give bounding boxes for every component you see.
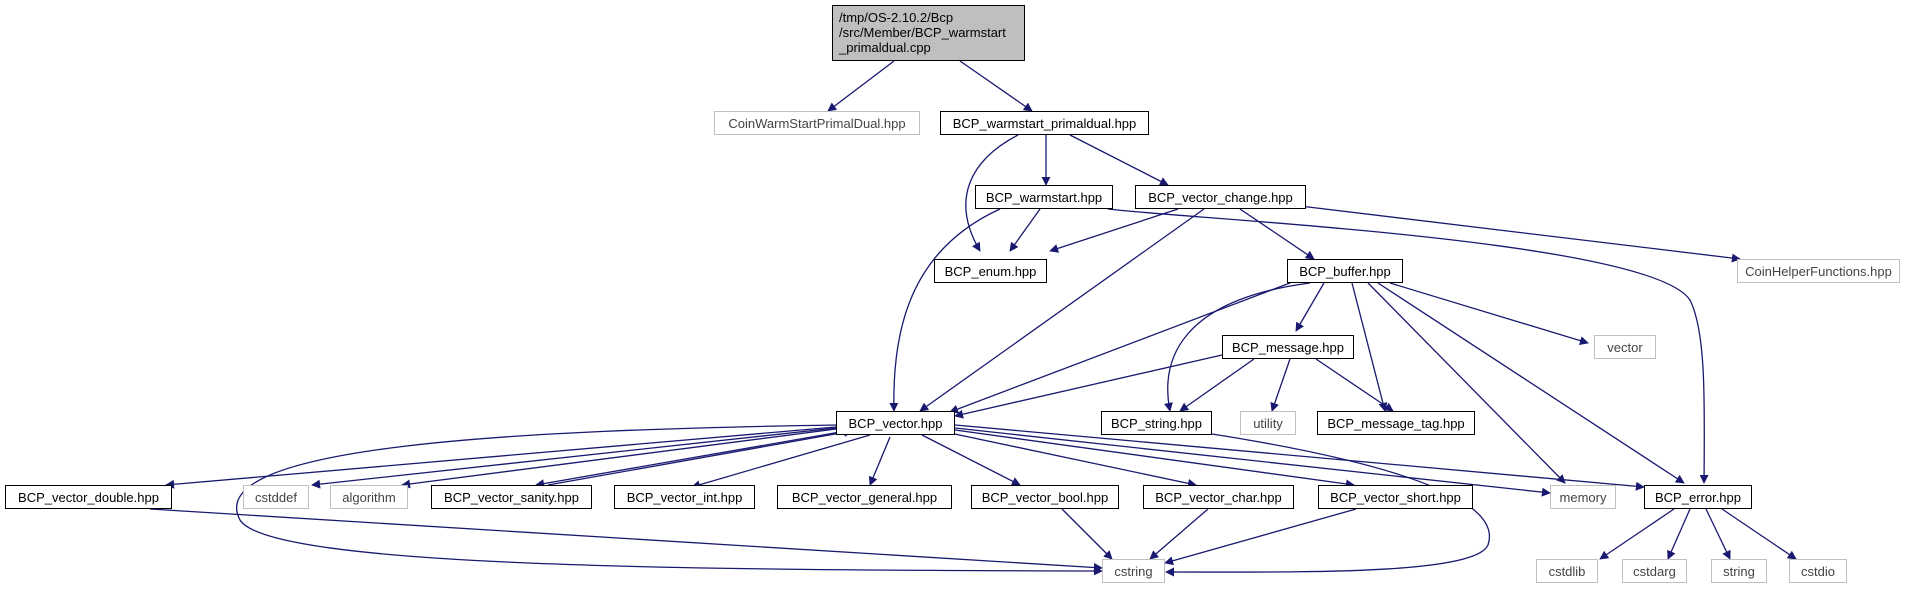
edge-vector-error bbox=[954, 424, 1645, 491]
edge-message-string bbox=[1179, 358, 1255, 412]
edge-message-vector bbox=[954, 354, 1223, 419]
node-bcp-vector-int[interactable]: BCP_vector_int.hpp bbox=[614, 485, 755, 509]
node-cstddef[interactable]: cstddef bbox=[243, 485, 309, 509]
edge-error-cstdarg bbox=[1667, 508, 1691, 560]
edge-buffer-vector bbox=[949, 282, 1291, 414]
node-string[interactable]: string bbox=[1711, 559, 1767, 583]
edge-root-coinwarmstartprimaldual bbox=[827, 60, 895, 112]
edge-warmstartprimaldual-enum bbox=[965, 134, 1019, 252]
node-bcp-vector-sanity[interactable]: BCP_vector_sanity.hpp bbox=[431, 485, 592, 509]
edge-vector-sanity bbox=[535, 431, 841, 489]
edge-error-string bbox=[1705, 508, 1731, 560]
edge-vector-general bbox=[868, 436, 891, 486]
node-memory[interactable]: memory bbox=[1550, 485, 1616, 509]
edge-vector-short bbox=[954, 429, 1355, 489]
node-bcp-warmstart[interactable]: BCP_warmstart.hpp bbox=[975, 185, 1113, 209]
node-utility[interactable]: utility bbox=[1240, 411, 1296, 435]
edge-vectorchange-enum bbox=[1049, 208, 1179, 253]
edge-string-cstring bbox=[1165, 433, 1490, 577]
edge-vector-cstddef bbox=[311, 427, 837, 489]
node-bcp-vector[interactable]: BCP_vector.hpp bbox=[836, 411, 955, 435]
node-bcp-enum[interactable]: BCP_enum.hpp bbox=[934, 259, 1047, 283]
edge-message-messagetag bbox=[1315, 358, 1394, 412]
node-coinhelperfunctions[interactable]: CoinHelperFunctions.hpp bbox=[1737, 259, 1900, 283]
edge-vectorchange-buffer bbox=[1239, 208, 1315, 260]
edge-buffer-error bbox=[1377, 282, 1685, 484]
node-root-file: /tmp/OS-2.10.2/Bcp /src/Member/BCP_warms… bbox=[832, 5, 1025, 61]
node-bcp-vector-short[interactable]: BCP_vector_short.hpp bbox=[1318, 485, 1473, 509]
edge-vectorchange-coinhelper bbox=[1299, 205, 1741, 263]
node-bcp-vector-change[interactable]: BCP_vector_change.hpp bbox=[1135, 185, 1306, 209]
root-label-line1: /tmp/OS-2.10.2/Bcp bbox=[839, 10, 954, 25]
node-cstdio[interactable]: cstdio bbox=[1789, 559, 1847, 583]
node-bcp-string[interactable]: BCP_string.hpp bbox=[1101, 411, 1212, 435]
edge-warmstart-error bbox=[1107, 208, 1709, 484]
edge-vectorbool-cstring bbox=[1061, 508, 1113, 560]
node-bcp-message-tag[interactable]: BCP_message_tag.hpp bbox=[1317, 411, 1475, 435]
edge-buffer-vector-std bbox=[1389, 282, 1589, 345]
edge-warmstart-enum bbox=[1009, 208, 1041, 252]
edge-vectorchar-cstring bbox=[1149, 508, 1209, 560]
edge-vector-algorithm bbox=[401, 428, 837, 489]
node-coinwarmstartprimaldual[interactable]: CoinWarmStartPrimalDual.hpp bbox=[714, 111, 920, 135]
node-bcp-vector-bool[interactable]: BCP_vector_bool.hpp bbox=[971, 485, 1119, 509]
edge-vector-int bbox=[691, 434, 871, 490]
node-vector[interactable]: vector bbox=[1594, 335, 1656, 359]
edge-error-cstdlib bbox=[1599, 508, 1675, 560]
node-bcp-warmstart-primaldual[interactable]: BCP_warmstart_primaldual.hpp bbox=[940, 111, 1149, 135]
node-bcp-buffer[interactable]: BCP_buffer.hpp bbox=[1287, 259, 1403, 283]
edge-vector-cstring bbox=[236, 424, 1103, 576]
edge-vectorchange-vector bbox=[919, 208, 1205, 412]
node-cstring[interactable]: cstring bbox=[1102, 559, 1165, 583]
edge-vectordouble-cstring bbox=[149, 508, 1103, 572]
edge-buffer-messagetag bbox=[1351, 282, 1388, 412]
edge-buffer-message bbox=[1295, 282, 1325, 332]
node-bcp-vector-char[interactable]: BCP_vector_char.hpp bbox=[1143, 485, 1294, 509]
root-label-line2: /src/Member/BCP_warmstart bbox=[839, 25, 1006, 40]
node-algorithm[interactable]: algorithm bbox=[330, 485, 408, 509]
edge-warmstartprimaldual-vectorchange bbox=[1069, 134, 1169, 186]
edge-vectorshort-cstring bbox=[1164, 508, 1357, 566]
node-bcp-vector-general[interactable]: BCP_vector_general.hpp bbox=[777, 485, 952, 509]
node-cstdarg[interactable]: cstdarg bbox=[1622, 559, 1687, 583]
edge-error-cstdio bbox=[1721, 508, 1797, 560]
edge-warmstart-vector bbox=[889, 208, 1001, 412]
node-bcp-error[interactable]: BCP_error.hpp bbox=[1644, 485, 1752, 509]
edge-message-utility bbox=[1270, 358, 1291, 412]
root-label-line3: _primaldual.cpp bbox=[839, 40, 931, 55]
edge-vector-memory bbox=[954, 427, 1551, 497]
edge-buffer-memory bbox=[1367, 282, 1566, 484]
edge-vector-char bbox=[949, 432, 1197, 488]
edge-root-bcpwarmstartprimaldual bbox=[959, 60, 1033, 112]
edge-sanity-vector bbox=[547, 427, 853, 486]
node-cstdlib[interactable]: cstdlib bbox=[1536, 559, 1598, 583]
edge-vector-double bbox=[165, 426, 837, 489]
edge-buffer-string bbox=[1164, 282, 1311, 412]
node-bcp-vector-double[interactable]: BCP_vector_double.hpp bbox=[5, 485, 172, 509]
edge-vector-bool bbox=[921, 434, 1021, 486]
node-bcp-message[interactable]: BCP_message.hpp bbox=[1222, 335, 1354, 359]
